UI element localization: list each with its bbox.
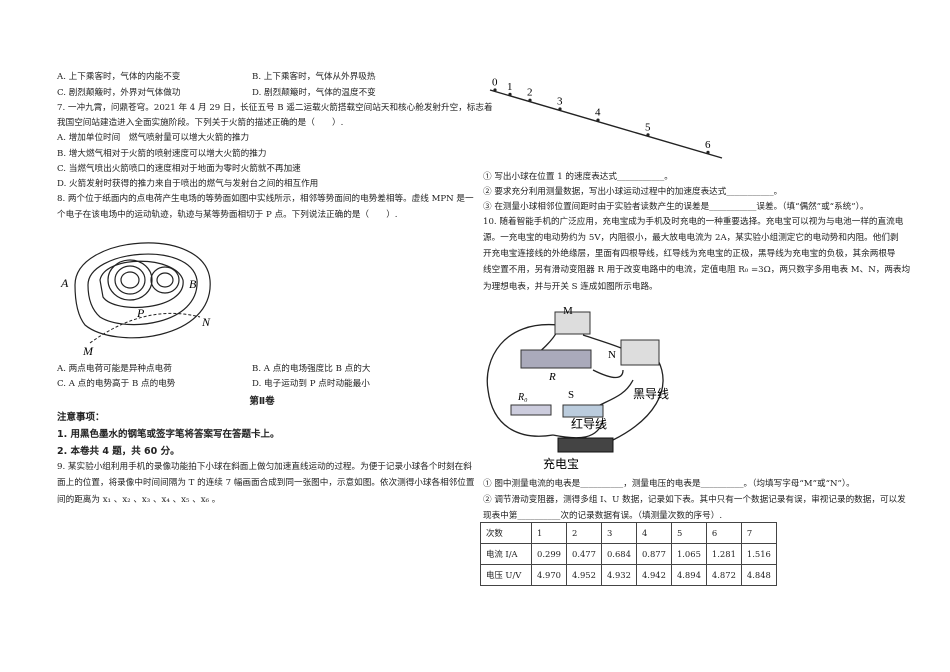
table-cell: 电压 U/V <box>480 564 532 586</box>
q8-option-d: D. 电子运动到 P 点时动能最小 <box>252 379 370 389</box>
q7-stem-2: 我国空间站建造进入全面实施阶段。下列关于火箭的描述正确的是（ ）. <box>57 118 344 128</box>
position-label: 0 <box>492 76 498 88</box>
table-header-row: 次数 1 2 3 4 5 6 7 <box>480 522 777 544</box>
ball-position-mark <box>558 107 562 111</box>
position-label: 1 <box>507 81 513 93</box>
q6-option-a: A. 上下乘客时，气体的内能不变 <box>57 72 181 82</box>
equipotential-figure: A B P N M <box>60 242 211 358</box>
meter-m <box>554 311 591 335</box>
label-b: B <box>189 277 197 291</box>
ball-position-mark <box>706 150 710 154</box>
q10-stem-2: 源。一充电宝的电动势约为 5V，内阻很小，最大放电电流为 2A，某实验小组测定它… <box>483 233 899 243</box>
table-cell: 4.894 <box>670 564 707 586</box>
table-row: 电压 U/V 4.970 4.952 4.932 4.942 4.894 4.8… <box>480 564 777 586</box>
table-cell: 2 <box>565 522 602 544</box>
note-2: 2. 本卷共 4 题，共 60 分。 <box>57 446 180 457</box>
label-p: P <box>136 306 145 320</box>
table-cell: 次数 <box>480 522 532 544</box>
label-a: A <box>60 276 69 290</box>
table-cell: 4.970 <box>531 564 567 586</box>
position-label: 6 <box>705 139 711 151</box>
ball-position-mark <box>528 98 532 102</box>
table-cell: 电流 I/A <box>480 543 532 565</box>
table-cell: 4.932 <box>600 564 637 586</box>
q8-stem-2: 个电子在该电场中的运动轨迹，轨迹与某等势面相切于 P 点。下列说法正确的是（ ）… <box>57 210 398 220</box>
table-cell: 4 <box>635 522 672 544</box>
table-cell: 4.942 <box>635 564 672 586</box>
q8-option-b: B. A 点的电场强度比 B 点的大 <box>252 364 371 374</box>
label-n: N <box>201 315 211 329</box>
meter-n <box>620 339 660 366</box>
position-label: 5 <box>645 121 651 133</box>
ball-position-mark <box>596 118 600 122</box>
table-cell: 4.952 <box>565 564 602 586</box>
table-cell: 1.516 <box>740 543 777 565</box>
table-cell: 3 <box>600 522 637 544</box>
label-r0: R₀ <box>517 392 528 403</box>
q9-part-3: ③ 在测量小球相邻位置间距时由于实验者读数产生的误差是___________误差… <box>483 202 869 212</box>
q7-option-b: B. 增大燃气相对于火箭的喷射速度可以增大火箭的推力 <box>57 149 267 159</box>
position-label: 3 <box>557 96 563 108</box>
q8-option-c: C. A 点的电势高于 B 点的电势 <box>57 379 176 389</box>
ball-position-mark <box>646 133 650 137</box>
table-cell: 0.684 <box>600 543 637 565</box>
table-cell: 4.848 <box>740 564 777 586</box>
table-row: 电流 I/A 0.299 0.477 0.684 0.877 1.065 1.2… <box>480 543 777 565</box>
q10-stem-4: 线空置不用，另有滑动变阻器 R 用于改变电路中的电流，定值电阻 R₀ =3Ω，两… <box>483 265 911 275</box>
table-cell: 0.299 <box>531 543 567 565</box>
label-m: M <box>563 305 573 317</box>
position-label: 2 <box>527 87 533 99</box>
q8-option-a: A. 两点电荷可能是异种点电荷 <box>57 364 172 374</box>
label-power-bank: 充电宝 <box>543 456 579 471</box>
notes-title: 注意事项： <box>57 412 105 423</box>
ball-position-mark <box>493 88 497 92</box>
q6-option-d: D. 剧烈颠簸时，气体的温度不变 <box>252 88 376 98</box>
q7-option-a: A. 增加单位时间 燃气喷射量可以增大火箭的推力 <box>57 133 250 143</box>
q7-stem: 7. 一冲九霄，问鼎苍穹。2021 年 4 月 29 日，长征五号 B 遥二运载… <box>57 103 493 113</box>
resistor-r0 <box>510 404 552 416</box>
table-cell: 1.065 <box>670 543 707 565</box>
table-cell: 4.872 <box>705 564 742 586</box>
table-cell: 1.281 <box>705 543 742 565</box>
rheostat-r <box>520 349 592 369</box>
q9-part-2: ② 要求充分利用测量数据，写出小球运动过程中的加速度表达式___________… <box>483 187 783 197</box>
q6-option-b: B. 上下乘客时，气体从外界吸热 <box>252 72 376 82</box>
note-1: 1. 用黑色墨水的钢笔或签字笔将答案写在答题卡上。 <box>57 429 280 440</box>
q10-stem-5: 为理想电表，并与开关 S 连成如图所示电路。 <box>483 282 658 292</box>
table-cell: 1 <box>531 522 567 544</box>
switch-s <box>562 404 604 418</box>
power-bank <box>557 437 614 453</box>
q9-stem-3: 间的距离为 x₁ 、x₂ 、x₃ 、x₄ 、x₅ 、x₆ 。 <box>57 495 221 505</box>
q9-part-1: ① 写出小球在位置 1 的速度表达式___________。 <box>483 172 673 182</box>
q10-stem-1: 10. 随着智能手机的广泛应用，充电宝成为手机及时充电的一种重要选择。充电宝可以… <box>483 217 904 227</box>
section-title: 第Ⅱ卷 <box>249 396 275 407</box>
ball-position-mark <box>508 92 512 96</box>
circuit-figure: M N R R₀ S 黑导线 红导线 充电宝 <box>486 305 669 471</box>
table-cell: 6 <box>705 522 742 544</box>
table-cell: 0.477 <box>565 543 602 565</box>
label-n: N <box>608 349 616 361</box>
label-black-wire: 黑导线 <box>633 387 669 401</box>
q7-option-d: D. 火箭发射时获得的推力来自于喷出的燃气与发射台之间的相互作用 <box>57 179 319 189</box>
position-label: 4 <box>595 107 601 119</box>
q9-stem-2: 面上的位置，将录像中时间间隔为 T 的连续 7 幅画面合成到同一张图中，示意如图… <box>57 478 475 488</box>
table-cell: 5 <box>670 522 707 544</box>
q10-part-1: ① 图中测量电流的电表是__________，测量电压的电表是_________… <box>483 479 855 489</box>
q6-option-c: C. 剧烈颠簸时，外界对气体做功 <box>57 88 181 98</box>
table-cell: 7 <box>740 522 777 544</box>
table-cell: 0.877 <box>635 543 672 565</box>
label-s: S <box>568 389 574 401</box>
q10-part-2b: 现表中第__________次的记录数据有误。（填测量次数的序号）. <box>483 511 723 521</box>
q10-part-2: ② 调节滑动变阻器，测得多组 I、U 数据，记录如下表。其中只有一个数据记录有误… <box>483 495 906 505</box>
q8-stem: 8. 两个位于纸面内的点电荷产生电场的等势面如图中实线所示，相邻等势面间的电势差… <box>57 194 474 204</box>
label-red-wire: 红导线 <box>571 416 607 431</box>
q10-stem-3: 开充电宝连接线的外绝缘层，里面有四根导线，红导线为充电宝的正极，黑导线为充电宝的… <box>483 249 896 259</box>
label-r: R <box>548 371 556 383</box>
q9-stem: 9. 某实验小组利用手机的录像功能拍下小球在斜面上做匀加速直线运动的过程。为便于… <box>57 462 472 472</box>
q7-option-c: C. 当燃气喷出火箭喷口的速度相对于地面为零时火箭就不再加速 <box>57 164 301 174</box>
label-m: M <box>82 344 94 358</box>
data-table: 次数 1 2 3 4 5 6 7 电流 I/A 0.299 0.477 0.68… <box>480 522 777 586</box>
